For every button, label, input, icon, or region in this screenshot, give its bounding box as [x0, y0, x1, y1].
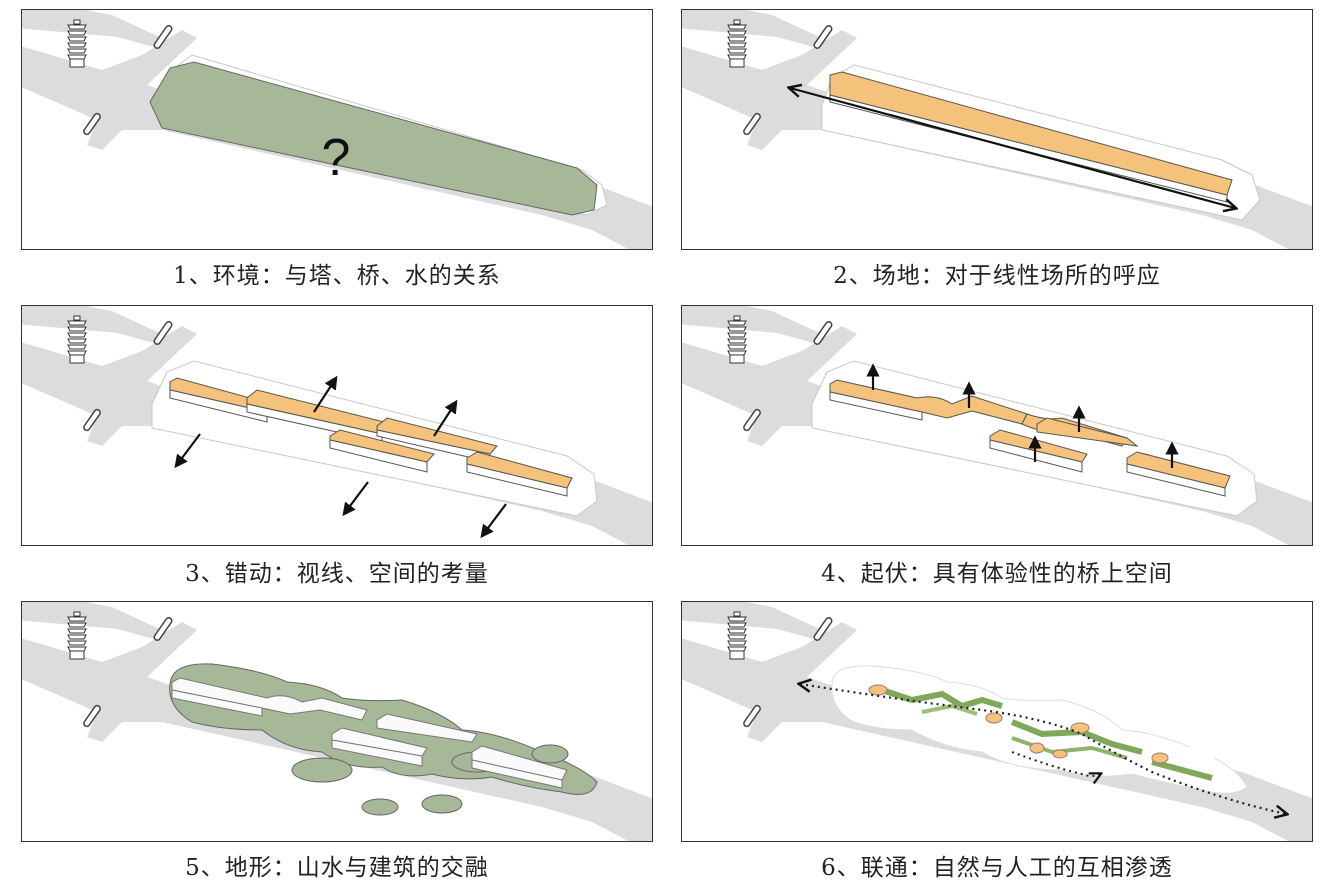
diagram-panel-2 [681, 9, 1313, 250]
panel-4-graphic [682, 306, 1312, 545]
pagoda-icon [727, 315, 747, 364]
pagoda-icon [727, 19, 747, 68]
caption-6: 6、联通：自然与人工的互相渗透 [821, 855, 1173, 881]
direction-arrow-icon [342, 481, 369, 517]
panel-2-graphic [682, 10, 1312, 249]
panel-6-graphic [682, 602, 1312, 841]
white-buildings [171, 677, 568, 789]
diagram-panel-4 [681, 305, 1313, 546]
path-arrow-icon [1011, 751, 1100, 776]
site-area [149, 61, 598, 216]
caption-2: 2、场地：对于线性场所的呼应 [833, 263, 1161, 289]
diagram-panel-6 [681, 601, 1313, 842]
panel-5-graphic [22, 602, 652, 841]
caption-1: 1、环境：与塔、桥、水的关系 [173, 263, 501, 289]
pagoda-icon [727, 611, 747, 660]
pagoda-icon [67, 611, 87, 660]
panel-3-graphic [22, 306, 652, 545]
direction-arrow-icon [790, 88, 1235, 208]
caption-3: 3、错动：视线、空间的考量 [185, 561, 489, 587]
direction-arrow-icon [313, 375, 338, 413]
caption-5: 5、地形：山水与建筑的交融 [185, 855, 489, 881]
pagoda-icon [67, 19, 87, 68]
diagram-panel-5 [21, 601, 653, 842]
diagram-panel-1: ? [21, 9, 653, 250]
panel-1-graphic: ? [22, 10, 652, 249]
path-arrow-icon [800, 684, 1286, 814]
caption-4: 4、起伏：具有体验性的桥上空间 [821, 561, 1173, 587]
diagram-panel-3 [21, 305, 653, 546]
direction-arrow-icon [433, 399, 458, 437]
direction-arrow-icon [480, 503, 507, 539]
undulating-buildings [829, 379, 1231, 497]
question-mark: ? [322, 129, 351, 187]
direction-arrow-icon [174, 433, 201, 469]
staggered-buildings [169, 377, 573, 497]
pagoda-icon [67, 315, 87, 364]
